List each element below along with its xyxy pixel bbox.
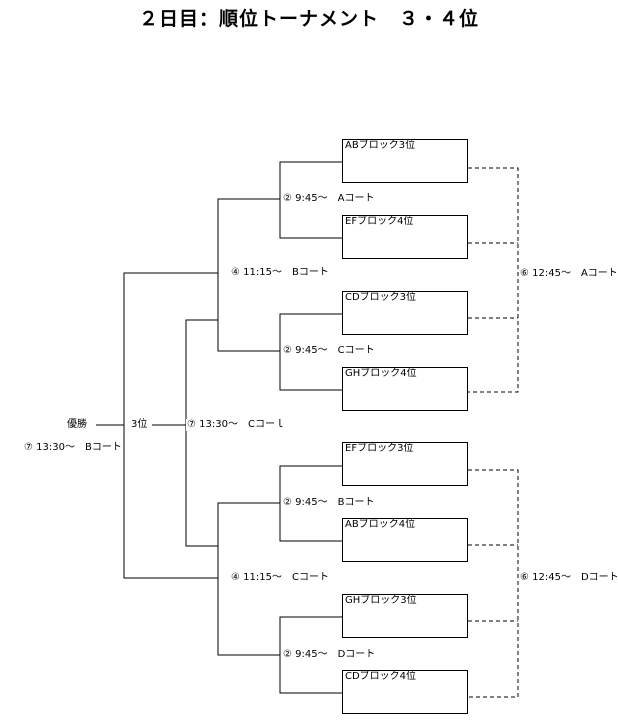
team-label: EFブロック3位 xyxy=(345,443,414,454)
bracket-line xyxy=(279,313,342,391)
third-place-label: 3位 xyxy=(130,419,149,431)
winner-label: 優勝 xyxy=(66,419,88,431)
match-label: ② 9:45～ Bコート xyxy=(282,497,376,509)
team-box: EFブロック3位 xyxy=(342,442,468,486)
page-title: ２日目：順位トーナメント ３・４位 xyxy=(138,8,479,30)
team-label: GHブロック3位 xyxy=(345,595,417,606)
match-label: ⑥ 12:45～ Aコート xyxy=(519,268,618,280)
bracket-line xyxy=(217,502,280,656)
match-label: ② 9:45～ Cコート xyxy=(282,345,376,357)
match-label: ② 9:45～ Dコート xyxy=(282,649,377,661)
match-label: ⑥ 12:45～ Dコート xyxy=(519,572,618,584)
team-label: ABブロック4位 xyxy=(345,519,416,530)
match-label: ④ 11:15～ Bコート xyxy=(230,267,330,279)
team-label: ABブロック3位 xyxy=(345,140,416,151)
team-box: CDブロック3位 xyxy=(342,291,468,335)
team-box: GHブロック4位 xyxy=(342,367,468,411)
team-box: GHブロック3位 xyxy=(342,594,468,638)
bracket-line xyxy=(279,161,342,239)
team-box: EFブロック4位 xyxy=(342,215,468,259)
team-label: CDブロック3位 xyxy=(345,292,417,303)
match-label: ② 9:45～ Aコート xyxy=(282,193,376,205)
match-label: ⑦ 13:30～ Bコート xyxy=(23,442,123,454)
dashed-line xyxy=(468,167,519,393)
team-box: ABブロック3位 xyxy=(342,139,468,183)
team-label: CDブロック4位 xyxy=(345,671,417,682)
match-label: ⑦ 13:30～ Cコーｌ xyxy=(186,419,286,431)
team-label: EFブロック4位 xyxy=(345,216,414,227)
bracket-line xyxy=(185,319,218,547)
bracket-line xyxy=(217,198,280,352)
dashed-line xyxy=(468,469,519,698)
team-box: ABブロック4位 xyxy=(342,518,468,562)
team-label: GHブロック4位 xyxy=(345,368,417,379)
team-box: CDブロック4位 xyxy=(342,670,468,714)
match-label: ④ 11:15～ Cコート xyxy=(230,572,330,584)
